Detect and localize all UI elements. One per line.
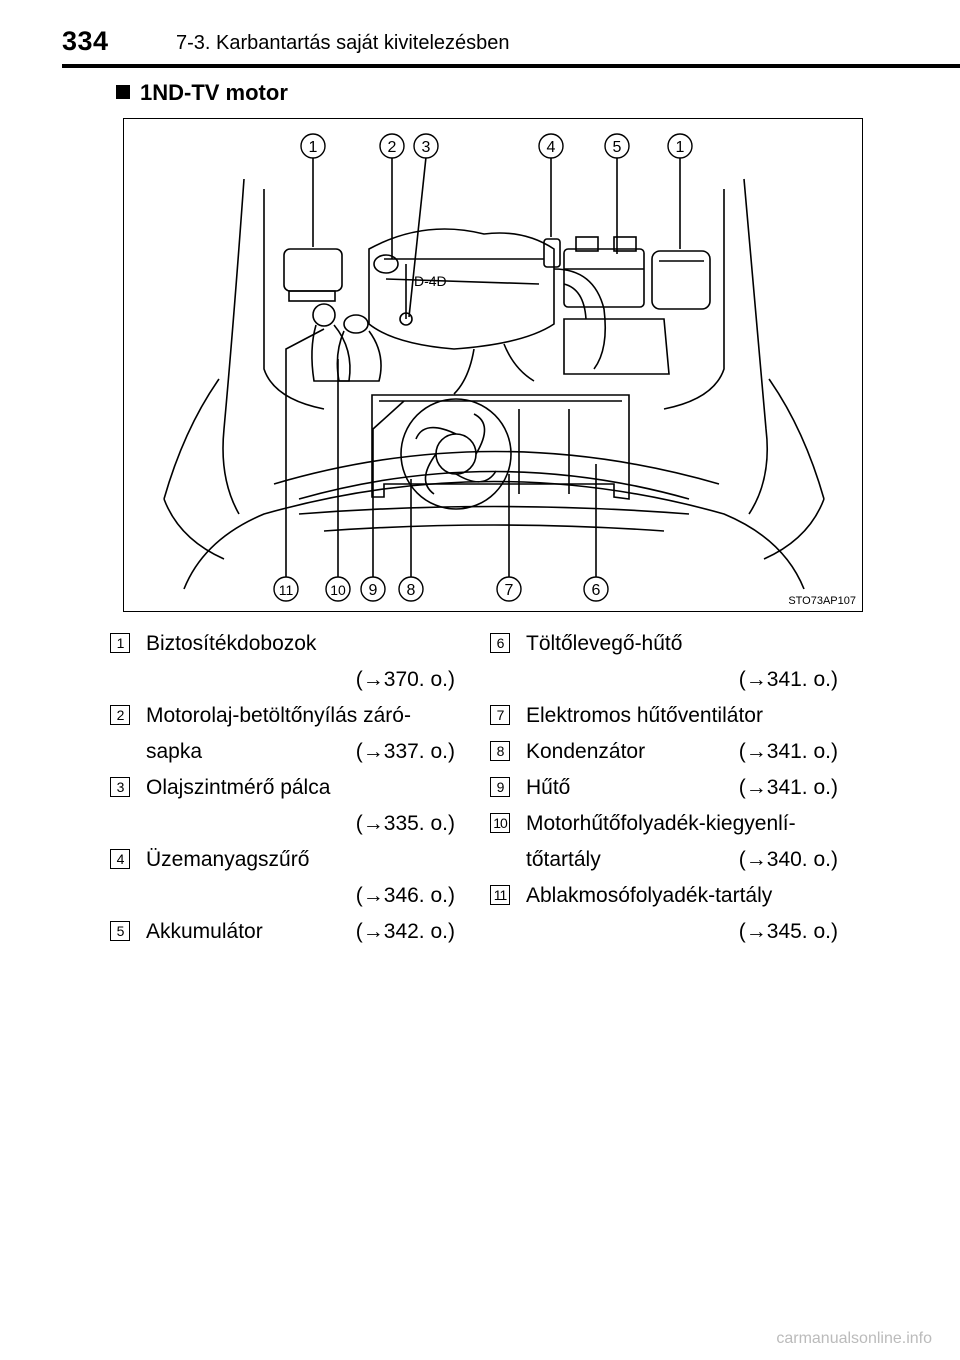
legend-item-11: 11 Ablakmosófolyadék-tartály (→345. o.) bbox=[490, 878, 838, 950]
legend-item-1: 1 Biztosítékdobozok (→370. o.) bbox=[110, 626, 455, 698]
chapter-title: 7-3. Karbantartás saját kivitelezésben bbox=[176, 32, 510, 54]
legend-ref: (→346. o.) bbox=[355, 884, 455, 907]
legend-item-6: 6 Töltőlevegő-hűtő (→341. o.) bbox=[490, 626, 838, 698]
legend-label: Üzemanyagszűrő bbox=[146, 848, 310, 871]
svg-text:7: 7 bbox=[505, 582, 514, 599]
legend-label: Töltőlevegő-hűtő bbox=[526, 632, 683, 655]
svg-text:5: 5 bbox=[613, 139, 622, 156]
legend-item-10: 10 Motorhűtőfolyadék-kiegyenlí- tőtartál… bbox=[490, 806, 838, 878]
legend-right: 6 Töltőlevegő-hűtő (→341. o.) 7 Elektrom… bbox=[490, 626, 838, 950]
legend-number: 5 bbox=[110, 921, 130, 941]
engine-diagram: D-4D bbox=[123, 118, 863, 612]
callout-9: 9 bbox=[360, 576, 386, 602]
legend-number: 1 bbox=[110, 633, 130, 653]
watermark: carmanualsonline.info bbox=[776, 1330, 932, 1347]
legend-label-cont: tőtartály bbox=[526, 848, 601, 871]
legend-ref: (→341. o.) bbox=[738, 776, 838, 799]
callout-4: 4 bbox=[538, 133, 564, 159]
legend-ref: (→341. o.) bbox=[738, 668, 838, 691]
callout-8: 8 bbox=[398, 576, 424, 602]
legend-number: 2 bbox=[110, 705, 130, 725]
svg-text:2: 2 bbox=[388, 139, 397, 156]
callout-2: 2 bbox=[379, 133, 405, 159]
legend-number: 9 bbox=[490, 777, 510, 797]
engine-illustration: D-4D bbox=[163, 133, 825, 602]
callout-6: 6 bbox=[583, 576, 609, 602]
legend-ref: (→345. o.) bbox=[738, 920, 838, 943]
legend-ref: (→341. o.) bbox=[738, 740, 838, 763]
legend-label: Olajszintmérő pálca bbox=[146, 776, 331, 799]
legend-item-5: 5 Akkumulátor (→342. o.) bbox=[110, 914, 455, 950]
legend-number: 8 bbox=[490, 741, 510, 761]
page-number: 334 bbox=[62, 26, 109, 56]
section-heading: 1ND-TV motor bbox=[116, 80, 288, 106]
svg-text:9: 9 bbox=[369, 582, 378, 599]
legend-label-cont: sapka bbox=[146, 740, 203, 763]
svg-text:1: 1 bbox=[309, 139, 318, 156]
legend-label: Biztosítékdobozok bbox=[146, 632, 317, 655]
svg-text:1: 1 bbox=[676, 139, 685, 156]
legend-item-8: 8 Kondenzátor (→341. o.) bbox=[490, 734, 838, 770]
figure-code: STO73AP107 bbox=[788, 595, 856, 607]
callout-1-top-left: 1 bbox=[300, 133, 326, 159]
legend-label: Hűtő bbox=[526, 776, 571, 799]
legend-label: Akkumulátor bbox=[146, 920, 263, 943]
legend-item-4: 4 Üzemanyagszűrő (→346. o.) bbox=[110, 842, 455, 914]
svg-text:11: 11 bbox=[279, 582, 294, 598]
svg-text:3: 3 bbox=[422, 139, 431, 156]
svg-text:4: 4 bbox=[547, 139, 556, 156]
legend-number: 10 bbox=[490, 813, 510, 833]
callout-11: 11 bbox=[273, 576, 299, 602]
legend-number: 4 bbox=[110, 849, 130, 869]
square-bullet-icon bbox=[116, 85, 130, 99]
legend-item-9: 9 Hűtő (→341. o.) bbox=[490, 770, 838, 806]
legend-ref: (→340. o.) bbox=[738, 848, 838, 871]
callout-3: 3 bbox=[413, 133, 439, 159]
section-heading-text: 1ND-TV motor bbox=[140, 80, 288, 105]
legend-label: Elektromos hűtőventilátor bbox=[526, 704, 763, 727]
legend-ref: (→337. o.) bbox=[355, 740, 455, 763]
svg-text:10: 10 bbox=[330, 582, 346, 598]
legend-ref: (→370. o.) bbox=[355, 668, 455, 691]
legend-ref: (→342. o.) bbox=[355, 920, 455, 943]
engine-badge-text: D-4D bbox=[414, 273, 447, 289]
legend-number: 11 bbox=[490, 885, 510, 905]
header-rule bbox=[62, 64, 960, 68]
legend-number: 7 bbox=[490, 705, 510, 725]
callout-5: 5 bbox=[604, 133, 630, 159]
callout-7: 7 bbox=[496, 576, 522, 602]
legend-label: Kondenzátor bbox=[526, 740, 646, 763]
legend-item-2: 2 Motorolaj-betöltőnyílás záró- sapka (→… bbox=[110, 698, 455, 770]
callout-1-top-right: 1 bbox=[667, 133, 693, 159]
legend-number: 6 bbox=[490, 633, 510, 653]
legend-item-3: 3 Olajszintmérő pálca (→335. o.) bbox=[110, 770, 455, 842]
legend-label: Ablakmosófolyadék-tartály bbox=[526, 884, 773, 907]
legend-number: 3 bbox=[110, 777, 130, 797]
svg-text:8: 8 bbox=[407, 582, 416, 599]
svg-text:6: 6 bbox=[592, 582, 601, 599]
legend-label: Motorolaj-betöltőnyílás záró- bbox=[146, 704, 411, 727]
legend-item-7: 7 Elektromos hűtőventilátor bbox=[490, 698, 838, 734]
legend-ref: (→335. o.) bbox=[355, 812, 455, 835]
callout-10: 10 bbox=[325, 576, 351, 602]
legend-left: 1 Biztosítékdobozok (→370. o.) 2 Motorol… bbox=[110, 626, 455, 950]
legend-label: Motorhűtőfolyadék-kiegyenlí- bbox=[526, 812, 796, 835]
